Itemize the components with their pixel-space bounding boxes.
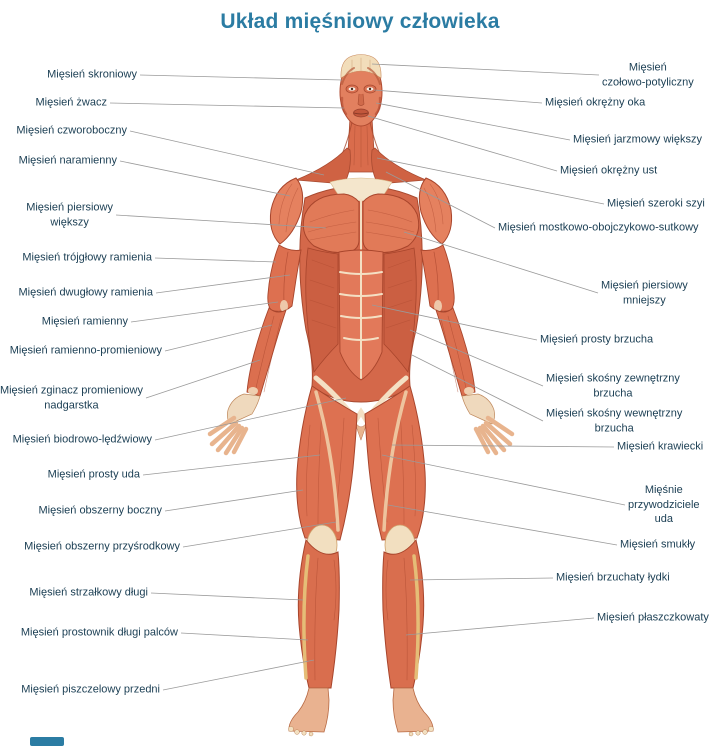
leader-line-internal-oblique [411, 354, 544, 422]
right-foot [392, 687, 434, 737]
left-arm [246, 244, 302, 397]
leader-line-temporalis [139, 74, 343, 81]
leader-line-external-oblique [409, 329, 544, 387]
torso [299, 177, 423, 441]
muscle-label-sartorius: Mięsień krawiecki [617, 440, 704, 453]
leader-lines [109, 63, 626, 691]
muscle-label-tibialis-anterior: Mięsień piszczelowy przedni [21, 683, 160, 696]
leader-line-tibialis-anterior [162, 659, 315, 691]
leader-line-extensor-digitorum-longus [180, 632, 309, 641]
left-lower-leg [297, 538, 340, 689]
leader-line-soleus [405, 617, 595, 636]
muscle-label-rectus-abdominis: Mięsień prosty brzucha [540, 333, 654, 346]
leader-line-zygomaticus-major [375, 102, 571, 141]
muscle-label-peroneus-longus: Mięsień strzałkowy długi [29, 586, 148, 599]
right-hand [461, 393, 515, 456]
head [339, 54, 383, 127]
muscle-label-temporalis: Mięsień skroniowy [47, 68, 137, 81]
leader-line-sternocleidomastoid [385, 171, 496, 229]
body-illustration [207, 54, 515, 737]
leader-line-iliopsoas [154, 397, 347, 441]
page-title: Układ mięśniowy człowieka [220, 10, 500, 33]
right-thigh [364, 385, 426, 541]
leader-line-trapezius [129, 130, 325, 176]
leader-line-adductors [381, 454, 626, 506]
leader-line-occipitofrontalis [371, 63, 600, 76]
watermark-logo [30, 737, 64, 746]
leader-line-peroneus-longus [150, 592, 304, 601]
leader-line-masseter [109, 102, 345, 109]
left-foot [288, 687, 330, 737]
leader-line-vastus-medialis [182, 521, 337, 548]
leader-line-vastus-lateralis [164, 489, 304, 512]
leader-line-flexor-carpi-radialis [145, 359, 261, 399]
muscle-label-orbicularis-oris: Mięsień okrężny ust [560, 164, 658, 177]
leader-line-triceps-brachii [154, 257, 277, 263]
right-lower-leg [382, 538, 425, 689]
muscle-label-soleus: Mięsień płaszczkowaty [597, 611, 709, 624]
muscle-label-biceps-brachii: Mięsień dwugłowy ramienia [18, 286, 153, 299]
leader-line-rectus-abdominis [371, 304, 538, 341]
leader-line-rectus-femoris [142, 454, 321, 476]
muscle-label-iliopsoas: Mięsień biodrowo-lędźwiowy [12, 433, 152, 446]
muscle-label-platysma: Mięsień szeroki szyi [607, 197, 705, 210]
leader-line-platysma [376, 157, 605, 205]
muscle-label-rectus-femoris: Mięsień prosty uda [47, 468, 140, 481]
left-hand [207, 393, 261, 456]
muscle-label-extensor-digitorum-longus: Mięsień prostownik długi palców [20, 626, 178, 639]
leader-line-orbicularis-oculi [373, 89, 543, 104]
muscle-label-zygomaticus-major: Mięsień jarzmowy większy [573, 133, 702, 146]
left-thigh [296, 385, 358, 541]
muscle-label-gastrocnemius: Mięsień brzuchaty łydki [556, 571, 670, 584]
leader-line-brachialis [130, 301, 279, 323]
muscle-label-brachioradialis: Mięsień ramienno-promieniowy [9, 344, 162, 357]
leader-line-gastrocnemius [409, 577, 554, 581]
leader-line-sartorius [391, 444, 615, 448]
leader-line-pectoralis-major [115, 214, 327, 229]
muscle-label-brachialis: Mięsień ramienny [41, 315, 128, 328]
muscle-label-masseter: Mięsień żwacz [35, 96, 107, 109]
muscle-label-vastus-medialis: Mięsień obszerny przyśrodkowy [24, 540, 180, 553]
muscle-label-sternocleidomastoid: Mięsień mostkowo-obojczykowo-sutkowy [498, 221, 699, 234]
leader-line-deltoid [119, 160, 291, 197]
muscle-label-gracilis: Mięsień smukły [620, 538, 696, 551]
leader-line-orbicularis-oris [367, 115, 558, 172]
right-arm [420, 244, 476, 397]
muscle-label-vastus-lateralis: Mięsień obszerny boczny [38, 504, 162, 517]
muscle-label-deltoid: Mięsień naramienny [18, 154, 117, 167]
deltoid-muscles [269, 177, 453, 245]
leader-line-pectoralis-minor [403, 231, 599, 294]
leader-line-gracilis [387, 504, 618, 546]
leader-line-biceps-brachii [155, 274, 291, 294]
muscle-label-triceps-brachii: Mięsień trójgłowy ramienia [22, 251, 152, 264]
muscle-label-trapezius: Mięsień czworoboczny [16, 124, 127, 137]
leader-line-brachioradialis [164, 324, 273, 352]
muscle-label-orbicularis-oculi: Mięsień okrężny oka [545, 96, 646, 109]
